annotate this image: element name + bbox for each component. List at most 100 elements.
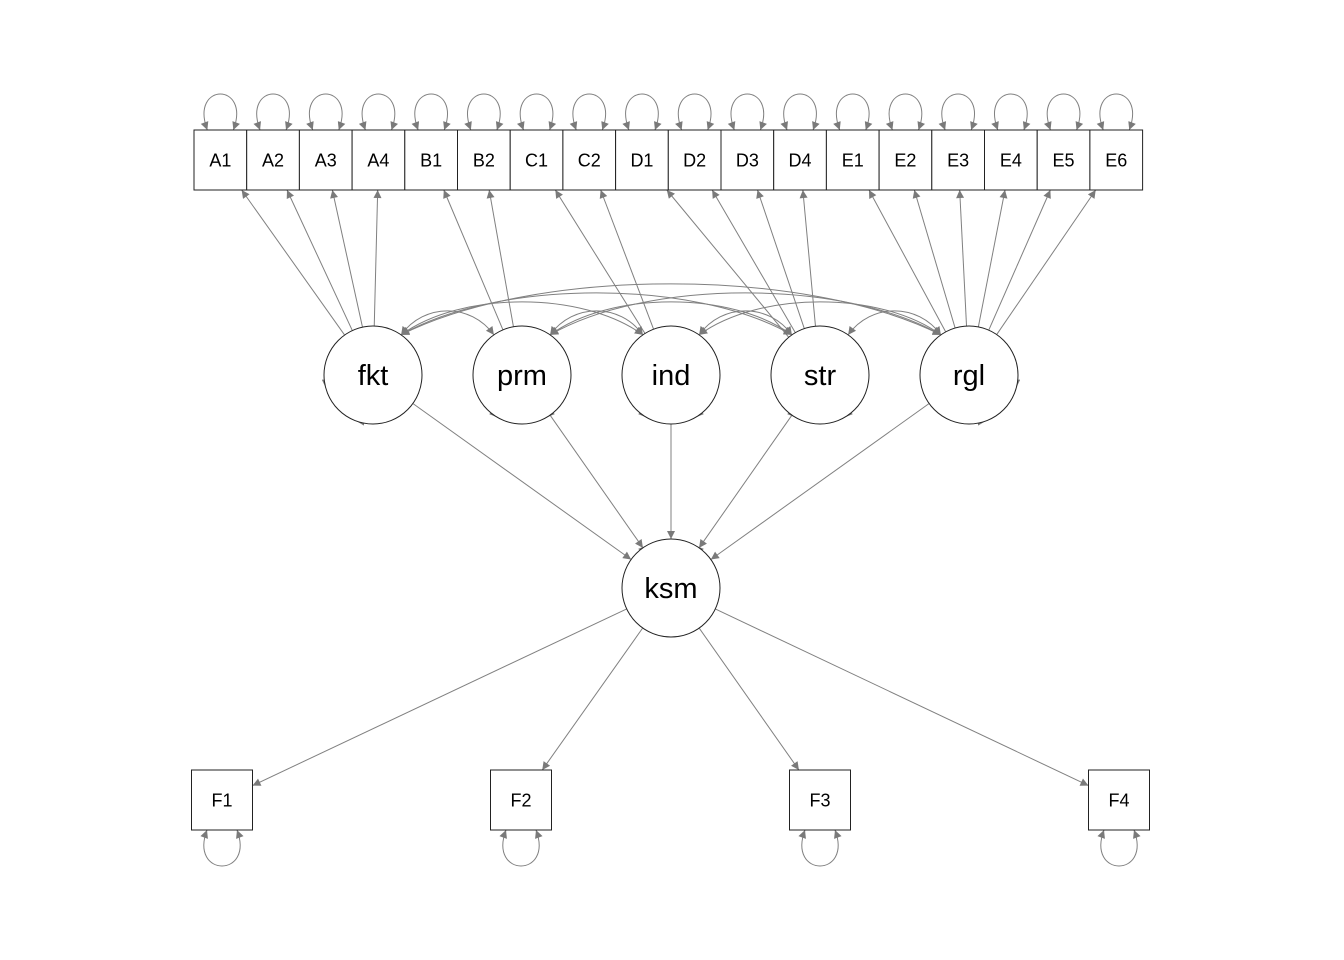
regression-rgl-ksm: [710, 403, 930, 560]
indicator-D3: D3: [720, 129, 775, 191]
indicator-label-D4: D4: [789, 151, 812, 171]
indicator-D2: D2: [667, 129, 722, 191]
latent-label-str: str: [804, 360, 837, 392]
loading-fkt-A2: [286, 189, 353, 331]
indicator-label-D1: D1: [630, 151, 653, 171]
loading-fkt-A1: [241, 189, 346, 336]
loading-ind-C1: [554, 189, 646, 334]
indicator-A4: A4: [351, 129, 406, 191]
loading-rgl-E3: [956, 189, 968, 327]
indicator-F2: F2: [490, 769, 552, 831]
indicator-box-F3: [789, 769, 851, 831]
residual-loop-E3: [938, 93, 978, 131]
indicator-E4: E4: [984, 129, 1038, 191]
indicator-E2: E2: [878, 129, 933, 191]
loading-prm-B1: [443, 189, 504, 331]
indicator-D4: D4: [773, 129, 827, 191]
indicator-box-E5: [1036, 129, 1091, 191]
indicator-box-F2: [490, 769, 552, 831]
residual-loop-E1: [833, 93, 873, 131]
indicator-B1: B1: [404, 129, 458, 191]
residual-loop-C1: [517, 93, 557, 131]
covariance-prm-str: [549, 301, 793, 336]
loading-rgl-E2: [912, 189, 956, 329]
indicator-label-F2: F2: [510, 791, 531, 811]
covariance-fkt-rgl: [400, 283, 942, 336]
latent-label-rgl: rgl: [953, 360, 985, 392]
latent-circle-ind: [621, 325, 721, 425]
indicator-box-F1: [191, 769, 253, 831]
indicator-C1: C1: [509, 129, 564, 191]
indicator-E5: E5: [1036, 129, 1091, 191]
covariance-fkt-prm: [400, 310, 495, 336]
indicator-label-A2: A2: [262, 151, 284, 171]
latent-circle-prm: [472, 325, 572, 425]
indicator-label-E4: E4: [1000, 151, 1022, 171]
indicator-label-C2: C2: [578, 151, 601, 171]
indicator-label-F1: F1: [211, 791, 232, 811]
indicator-box-A1: [193, 129, 248, 191]
residual-loop-D2: [675, 93, 715, 131]
loading-str-D4: [799, 189, 816, 327]
latent-prm: prm: [472, 325, 572, 425]
residual-loop-B1: [411, 93, 451, 131]
residual-loop-D4: [780, 93, 820, 131]
latent-circle-ksm: [621, 538, 721, 638]
loading-rgl-E4: [977, 189, 1008, 327]
indicator-box-D3: [720, 129, 775, 191]
indicator-label-D3: D3: [736, 151, 759, 171]
latent-fkt: fkt: [323, 325, 423, 425]
latent-label-ind: ind: [652, 360, 691, 392]
latent-str: str: [770, 325, 870, 425]
latent-ind: ind: [621, 325, 721, 425]
indicator-label-E6: E6: [1105, 151, 1127, 171]
residual-loop-F4: [1097, 829, 1141, 867]
indicator-box-F4: [1088, 769, 1150, 831]
loading-str-D2: [711, 189, 796, 333]
indicator-E6: E6: [1089, 129, 1144, 191]
residual-loop-F3: [798, 829, 842, 867]
indicator-F4: F4: [1088, 769, 1150, 831]
loading-rgl-E5: [988, 189, 1051, 331]
indicator-A1: A1: [193, 129, 248, 191]
indicator-label-E2: E2: [894, 151, 916, 171]
indicator-C2: C2: [562, 129, 617, 191]
covariance-prm-rgl: [549, 292, 942, 336]
indicator-label-A1: A1: [209, 151, 231, 171]
residual-loop-C2: [569, 93, 609, 131]
indicator-label-A4: A4: [367, 151, 389, 171]
latent-label-prm: prm: [497, 360, 547, 392]
indicator-box-E4: [984, 129, 1038, 191]
indicator-box-C1: [509, 129, 564, 191]
covariance-str-rgl: [847, 310, 942, 336]
indicator-box-B1: [404, 129, 458, 191]
indicator-D1: D1: [615, 129, 669, 191]
residual-loop-D1: [622, 93, 662, 131]
indicator-box-D1: [615, 129, 669, 191]
residual-loop-F1: [200, 829, 244, 867]
loading-str-D1: [666, 189, 790, 338]
residual-loop-B2: [464, 93, 504, 131]
loading-rgl-E6: [996, 189, 1097, 335]
indicator-box-D4: [773, 129, 827, 191]
loading-ksm-F2: [541, 627, 644, 771]
indicator-E1: E1: [825, 129, 880, 191]
indicator-box-A4: [351, 129, 406, 191]
residual-loop-E4: [991, 93, 1031, 131]
regression-str-ksm: [698, 414, 793, 549]
latent-rgl: rgl: [919, 325, 1019, 425]
indicator-A3: A3: [298, 129, 353, 191]
indicator-B2: B2: [457, 129, 511, 191]
residual-loop-E6: [1096, 93, 1136, 131]
loading-ind-C2: [599, 189, 655, 330]
residual-loop-D3: [727, 93, 767, 131]
residual-loop-A4: [358, 93, 398, 131]
regression-prm-ksm: [549, 414, 644, 549]
latent-label-ksm: ksm: [644, 573, 697, 605]
indicator-label-C1: C1: [525, 151, 548, 171]
indicator-label-E3: E3: [947, 151, 969, 171]
loading-ksm-F3: [698, 627, 800, 771]
regression-fkt-ksm: [412, 403, 632, 560]
